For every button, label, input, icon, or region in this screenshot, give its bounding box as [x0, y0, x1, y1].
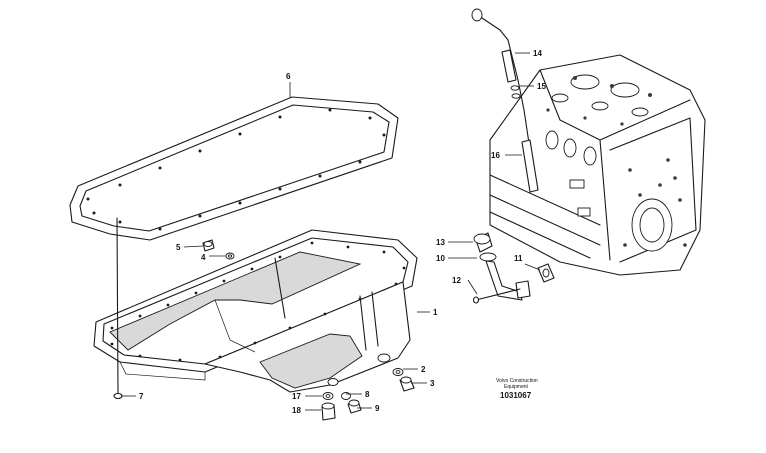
callout-13: 13 — [436, 238, 445, 247]
callout-2: 2 — [421, 365, 426, 374]
callout-9: 9 — [375, 404, 380, 413]
plug-3 — [399, 376, 415, 392]
dipstick — [471, 8, 535, 186]
callout-1: 1 — [433, 308, 438, 317]
plug-9 — [347, 399, 362, 414]
callout-16: 16 — [491, 151, 500, 160]
callout-17: 17 — [292, 392, 301, 401]
callout-8: 8 — [365, 390, 370, 399]
callout-12: 12 — [452, 276, 461, 285]
seal-8 — [341, 392, 351, 400]
oil-pan-gasket — [69, 96, 399, 241]
callout-3: 3 — [430, 379, 435, 388]
guide-tube — [521, 139, 539, 193]
callout-6: 6 — [286, 72, 291, 81]
callout-14: 14 — [533, 49, 542, 58]
callout-15: 15 — [537, 82, 546, 91]
callout-7: 7 — [139, 392, 144, 401]
o-ring-15 — [510, 85, 521, 99]
callout-18: 18 — [292, 406, 301, 415]
drawing-id: 1031067 — [500, 391, 532, 400]
callout-5: 5 — [176, 243, 181, 252]
seal-17 — [322, 392, 334, 400]
suction-pipe — [472, 232, 555, 304]
footer-brand-line2: Equipment — [504, 384, 529, 390]
callout-11: 11 — [514, 254, 523, 263]
bolt-5 — [202, 239, 215, 252]
footer-brand-line1: Volvo Construction — [496, 378, 538, 384]
bolt-7 — [113, 217, 123, 400]
seal-2 — [392, 368, 404, 376]
callout-10: 10 — [436, 254, 445, 263]
leader-lines — [121, 52, 541, 411]
callout-4: 4 — [201, 253, 206, 262]
washer-4 — [225, 252, 235, 260]
plug-18 — [321, 402, 336, 421]
oil-pan — [93, 229, 418, 393]
engine-block — [489, 54, 706, 276]
